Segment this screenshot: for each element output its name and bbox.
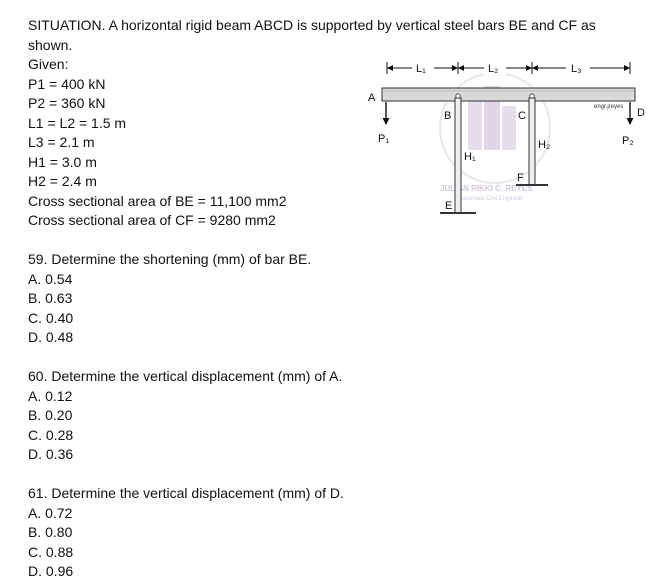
given-area-be: Cross sectional area of BE = 11,100 mm2 — [28, 192, 287, 209]
label-f: F — [517, 172, 524, 184]
dim-label-l1: L₁ — [416, 63, 426, 75]
question-59: 59. Determine the shortening (mm) of bar… — [28, 250, 311, 348]
given-h1: H1 = 3.0 m — [28, 153, 97, 170]
label-p2: P₂ — [622, 135, 634, 147]
given-p2: P2 = 360 kN — [28, 95, 106, 111]
question-61: 61. Determine the vertical displacement … — [28, 484, 344, 582]
given-section: Given: P1 = 400 kN P2 = 360 kN L1 = L2 =… — [28, 55, 286, 231]
question-60: 60. Determine the vertical displacement … — [28, 367, 342, 465]
label-c: C — [518, 110, 526, 122]
label-p1: P₁ — [378, 133, 389, 145]
question-text: 61. Determine the vertical displacement … — [28, 485, 344, 501]
rigid-beam — [381, 87, 636, 102]
label-e: E — [445, 200, 452, 212]
option-d: D. 0.96 — [28, 563, 74, 579]
label-d: D — [637, 107, 645, 119]
situation-text: SITUATION. A horizontal rigid beam ABCD … — [28, 17, 596, 53]
beam-diagram-svg: JULIAN RIKKI C. REYES Licensed Civil Eng… — [368, 61, 645, 214]
label-h1: H₁ — [464, 151, 476, 163]
option-a: A. 0.54 — [28, 270, 73, 287]
option-a: A. 0.72 — [28, 504, 73, 521]
bar-be — [454, 97, 462, 214]
dimension-line — [386, 61, 631, 75]
dim-label-l2: L₂ — [488, 63, 498, 75]
given-l1-l2: L1 = L2 = 1.5 m — [28, 114, 127, 131]
option-a: A. 0.12 — [28, 387, 73, 404]
option-d: D. 0.48 — [28, 329, 74, 345]
pin-c — [529, 93, 535, 99]
option-d: D. 0.36 — [28, 446, 74, 462]
given-heading: Given: — [28, 56, 69, 72]
label-a: A — [368, 92, 376, 104]
beam-diagram: JULIAN RIKKI C. REYES Licensed Civil Eng… — [360, 58, 650, 238]
option-b: B. 0.20 — [28, 407, 73, 423]
option-b: B. 0.63 — [28, 290, 73, 306]
question-text: 60. Determine the vertical displacement … — [28, 368, 343, 384]
watermark-name: JULIAN RIKKI C. REYES — [440, 184, 533, 193]
option-b: B. 0.80 — [28, 524, 73, 540]
given-h2: H2 = 2.4 m — [28, 173, 97, 189]
given-area-cf: Cross sectional area of CF = 9280 mm2 — [28, 212, 276, 228]
dim-label-l3: L₃ — [571, 63, 582, 75]
credit-label: engr.jreyes — [594, 104, 623, 110]
watermark-title: Licensed Civil Engineer — [460, 196, 523, 202]
bar-cf — [528, 97, 536, 186]
given-l3: L3 = 2.1 m — [28, 134, 95, 150]
label-b: B — [444, 110, 451, 122]
option-c: C. 0.88 — [28, 543, 74, 560]
given-p1: P1 = 400 kN — [28, 75, 106, 92]
label-h2: H₂ — [538, 139, 550, 151]
question-text: 59. Determine the shortening (mm) of bar… — [28, 251, 312, 267]
option-c: C. 0.40 — [28, 309, 74, 326]
option-c: C. 0.28 — [28, 426, 74, 443]
pin-b — [455, 93, 461, 99]
